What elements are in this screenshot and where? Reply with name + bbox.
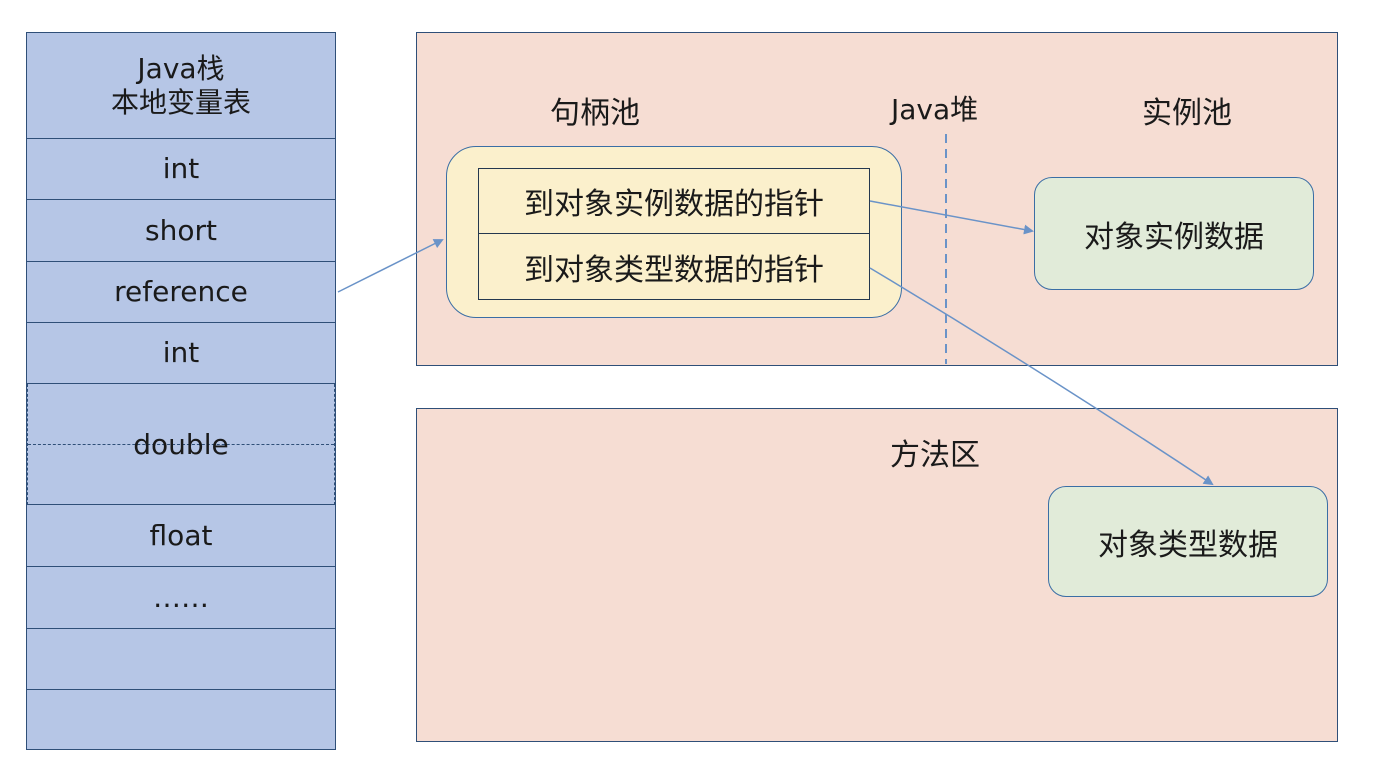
stack-slot-empty-2 <box>27 690 335 748</box>
handle-pool-label: 句柄池 <box>550 96 640 131</box>
stack-slot-reference: reference <box>27 262 335 323</box>
handle-pool <box>446 146 902 318</box>
object-instance-data-box: 对象实例数据 <box>1034 177 1314 290</box>
pointer-to-instance-data: 到对象实例数据的指针 <box>479 169 869 234</box>
stack-slot-int: int <box>27 139 335 200</box>
stack-title-line2: 本地变量表 <box>110 85 251 119</box>
stack-slot-double: double <box>133 427 229 461</box>
pointer-to-type-data: 到对象类型数据的指针 <box>524 252 824 288</box>
stack-slot-float: float <box>27 505 335 567</box>
stack-slot-double-region <box>27 384 335 505</box>
stack-slot-short: short <box>27 200 335 262</box>
stack-slot-ellipsis: …… <box>27 567 335 629</box>
object-type-data-box: 对象类型数据 <box>1048 486 1328 597</box>
double-slot-divider <box>28 444 334 445</box>
java-stack: Java栈 本地变量表 int short reference int doub… <box>26 32 336 750</box>
handle-pointer-table: 到对象实例数据的指针 到对象类型数据的指针 <box>478 168 870 300</box>
stack-title: Java栈 本地变量表 <box>27 33 335 139</box>
instance-pool-label: 实例池 <box>1142 96 1232 131</box>
stack-slot-int-2: int <box>27 323 335 384</box>
java-heap-label: Java堆 <box>891 93 979 126</box>
method-area-label: 方法区 <box>890 438 980 473</box>
stack-slot-empty-1 <box>27 629 335 690</box>
stack-title-line1: Java栈 <box>137 51 225 85</box>
